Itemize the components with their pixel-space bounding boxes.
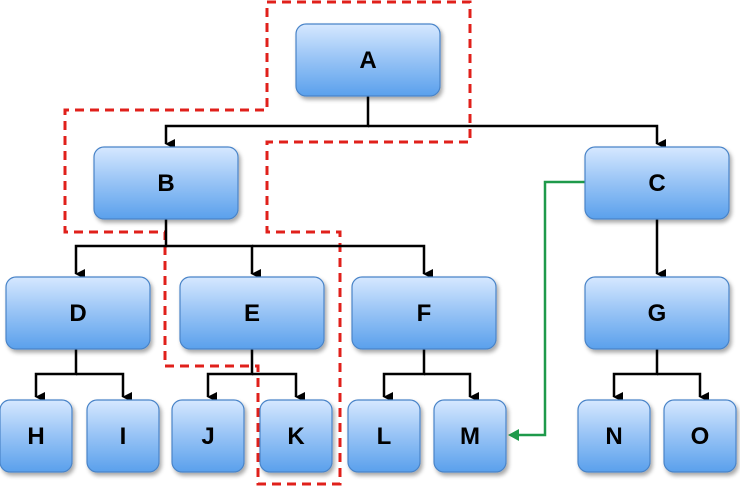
node-L-box — [347, 399, 421, 473]
node-G-box — [584, 276, 730, 350]
node-K: K — [259, 399, 333, 473]
node-L: L — [347, 399, 421, 473]
node-H-box — [0, 399, 73, 473]
node-C-label: C — [648, 170, 665, 197]
cross-edges — [508, 180, 585, 441]
node-F-label: F — [417, 300, 432, 327]
node-J-box — [171, 399, 245, 473]
node-F: F — [351, 276, 497, 350]
edge-B-F — [252, 244, 433, 279]
node-N: N — [577, 399, 651, 473]
node-I-box — [86, 399, 160, 473]
tree-edges — [34, 96, 709, 402]
node-D: D — [5, 276, 151, 350]
node-O-box — [663, 399, 737, 473]
edge-G-N — [612, 349, 659, 402]
node-K-label: K — [287, 423, 305, 450]
edge-B-D — [74, 219, 168, 279]
node-G-label: G — [648, 300, 667, 327]
edge-D-H — [34, 349, 78, 402]
node-N-label: N — [605, 423, 622, 450]
edge-A-B — [164, 96, 370, 149]
edge-G-O — [657, 372, 709, 402]
node-L-label: L — [377, 423, 392, 450]
node-D-label: D — [69, 300, 86, 327]
node-E-box — [179, 276, 325, 350]
edge-F-M — [424, 372, 479, 402]
edge-E-J — [206, 349, 254, 402]
highlight-path-outline — [63, 0, 472, 486]
node-E-label: E — [244, 300, 260, 327]
node-F-box — [351, 276, 497, 350]
node-A-box — [295, 23, 441, 97]
node-M-label: M — [460, 423, 480, 450]
node-J: J — [171, 399, 245, 473]
node-I-label: I — [120, 423, 127, 450]
node-N-box — [577, 399, 651, 473]
node-O-label: O — [691, 423, 710, 450]
edge-C-M — [518, 180, 585, 437]
node-B: B — [93, 146, 239, 220]
edge-E-K — [252, 372, 305, 402]
node-D-box — [5, 276, 151, 350]
node-H: H — [0, 399, 73, 473]
node-B-box — [93, 146, 239, 220]
node-A-label: A — [359, 47, 376, 74]
node-J-label: J — [201, 423, 214, 450]
edge-D-I — [76, 372, 132, 402]
edge-A-C — [368, 124, 666, 149]
node-M-box — [433, 399, 507, 473]
node-K-box — [259, 399, 333, 473]
node-H-label: H — [27, 423, 44, 450]
node-O: O — [663, 399, 737, 473]
edge-F-L — [382, 349, 426, 402]
node-C: C — [584, 146, 730, 220]
node-E: E — [179, 276, 325, 350]
node-I: I — [86, 399, 160, 473]
node-A: A — [295, 23, 441, 97]
tree-nodes: A B C D E F G H I J K L M N O — [0, 23, 737, 473]
node-M: M — [433, 399, 507, 473]
node-G: G — [584, 276, 730, 350]
node-B-label: B — [157, 170, 174, 197]
node-C-box — [584, 146, 730, 220]
edge-C-M-arrowhead — [508, 429, 519, 441]
edge-B-E — [166, 244, 261, 279]
